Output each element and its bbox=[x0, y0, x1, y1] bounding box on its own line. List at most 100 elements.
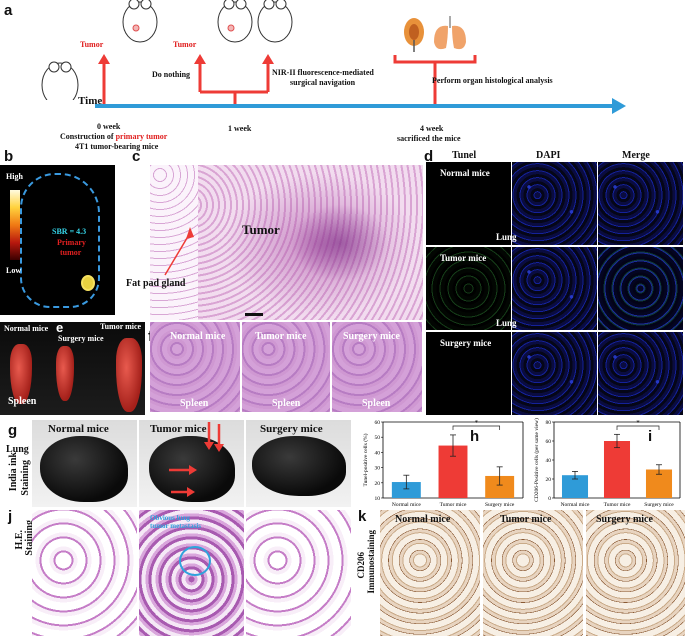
obvious-label-2: tumor metastasis bbox=[150, 522, 202, 530]
spleen-label: Spleen bbox=[8, 396, 37, 407]
construction-label: Construction of primary tumor bbox=[60, 132, 167, 141]
y-axis-label: Tunel-positive cells (%) bbox=[362, 433, 369, 486]
dapi-normal bbox=[512, 162, 597, 245]
cd206-label: CD206 bbox=[356, 552, 366, 579]
he-spleen-tumor-label: Tumor mice bbox=[255, 331, 307, 342]
merge-surgery bbox=[598, 332, 683, 415]
panel-label-c: c bbox=[132, 148, 141, 165]
nir-label-2: surgical navigation bbox=[290, 78, 356, 87]
panel-label-g: g bbox=[8, 422, 18, 439]
timeline-arrowhead bbox=[612, 98, 626, 114]
mouse-icon bbox=[41, 61, 79, 100]
sbr-label: SBR = 4.3 bbox=[52, 227, 87, 236]
he-spleen-tumor bbox=[242, 322, 330, 412]
he-spleen-s1: Spleen bbox=[180, 398, 209, 409]
tunel-col-header: Tunel bbox=[452, 150, 477, 161]
lung-tumor-label: Tumor mice bbox=[150, 423, 207, 435]
cd206-surgery-label: Surgery mice bbox=[596, 514, 653, 525]
he-spleen-normal bbox=[150, 322, 240, 412]
y-tick-label: 60 bbox=[375, 420, 381, 426]
panel-label-a: a bbox=[4, 2, 13, 19]
tumor-label-2: Tumor bbox=[173, 40, 197, 49]
y-tick-label: 50 bbox=[375, 435, 381, 441]
lung-normal bbox=[40, 436, 128, 502]
lung-photo-tumor bbox=[139, 420, 244, 507]
cd206-normal bbox=[380, 510, 480, 636]
merge-col-header: Merge bbox=[622, 150, 650, 161]
significance-marker: * bbox=[475, 419, 479, 427]
category-label: Surgery mice bbox=[644, 502, 674, 508]
bar bbox=[485, 475, 515, 498]
lung-surgery bbox=[252, 436, 346, 496]
lung-surgery-label: Surgery mice bbox=[260, 423, 323, 435]
cd206-imm-label: Immunostaining bbox=[366, 530, 376, 594]
bar bbox=[603, 441, 631, 498]
lung-icon bbox=[434, 16, 466, 50]
panel-label-k: k bbox=[358, 508, 367, 525]
cd206-vertical-2: Immunostaining bbox=[366, 530, 376, 594]
spleen-photo bbox=[0, 322, 145, 415]
he-spleen-surgery-label: Surgery mice bbox=[343, 331, 400, 342]
merge-normal bbox=[598, 162, 683, 245]
tunel-lung-1: Lung bbox=[496, 232, 517, 242]
india-ink-label: India ink bbox=[8, 452, 19, 491]
intensity-colorbar bbox=[10, 190, 20, 260]
tunel-row-normal: Normal mice bbox=[440, 168, 490, 178]
tumor-region-label: Tumor bbox=[242, 222, 280, 237]
week-1-label: 1 week bbox=[228, 124, 252, 133]
significance-bracket bbox=[616, 425, 660, 430]
category-label: Surgery mice bbox=[485, 502, 515, 508]
cd206-normal-label: Normal mice bbox=[395, 514, 451, 525]
category-label: Tumor mice bbox=[604, 502, 631, 508]
tunel-lung-2: Lung bbox=[496, 318, 517, 328]
spleen-tumor-label: Tumor mice bbox=[100, 322, 142, 331]
category-label: Normal mice bbox=[392, 502, 421, 508]
fat-pad-arrow bbox=[164, 227, 194, 276]
y-tick-label: 30 bbox=[375, 466, 381, 472]
metastasis-arrows bbox=[169, 422, 224, 497]
cd206-vertical-1: CD206 bbox=[356, 552, 366, 579]
tunel-surgery bbox=[426, 332, 511, 415]
panel-label-b: b bbox=[4, 148, 14, 165]
y-tick-label: 0 bbox=[548, 496, 551, 502]
mouse-icon bbox=[257, 0, 293, 43]
he-lung-surgery bbox=[246, 510, 351, 636]
spleen-surgery-label: Surgery mice bbox=[58, 334, 104, 343]
spleen-normal bbox=[10, 344, 32, 404]
week-0-label: 0 week bbox=[97, 122, 121, 131]
spleen-surgery bbox=[56, 346, 74, 401]
panel-label-j: j bbox=[8, 508, 13, 525]
he-lung-normal bbox=[32, 510, 137, 636]
construction-prefix: Construction of bbox=[60, 132, 114, 141]
organ-illustrations bbox=[404, 16, 466, 52]
y-tick-label: 60 bbox=[546, 439, 552, 445]
tunel-grid bbox=[424, 162, 684, 415]
mouse-illustrations bbox=[41, 0, 293, 100]
panel-label-e: e bbox=[56, 320, 64, 335]
tunel-row-surgery: Surgery mice bbox=[440, 338, 492, 348]
y-tick-label: 40 bbox=[375, 450, 381, 456]
colorbar-low: Low bbox=[6, 266, 22, 275]
week-4-label: 4 week bbox=[420, 124, 444, 133]
india-ink-line2: Staining bbox=[20, 460, 31, 496]
time-label: Time bbox=[78, 95, 103, 107]
perform-label: Perform organ histological analysis bbox=[432, 76, 553, 85]
india-ink-line1: India ink bbox=[8, 452, 19, 492]
tunel-normal bbox=[426, 162, 511, 245]
construction-sub: 4T1 tumor-bearing mice bbox=[75, 142, 159, 151]
lung-row-label: Lung bbox=[6, 444, 29, 455]
scale-bar bbox=[245, 313, 263, 316]
bar bbox=[391, 482, 421, 498]
metastasis-circle bbox=[179, 546, 211, 576]
he-spleen-normal-label: Normal mice bbox=[170, 331, 226, 342]
construction-highlight: primary tumor bbox=[115, 132, 168, 141]
spleen-normal-label: Normal mice bbox=[4, 324, 49, 333]
tunel-tumor bbox=[426, 247, 511, 330]
fat-pad-label: Fat pad gland bbox=[126, 278, 186, 289]
primary-label-2: tumor bbox=[60, 248, 82, 257]
obvious-label-1: Obvious lung bbox=[150, 514, 190, 522]
spleen-tumor bbox=[116, 338, 142, 412]
y-tick-label: 80 bbox=[546, 420, 552, 426]
